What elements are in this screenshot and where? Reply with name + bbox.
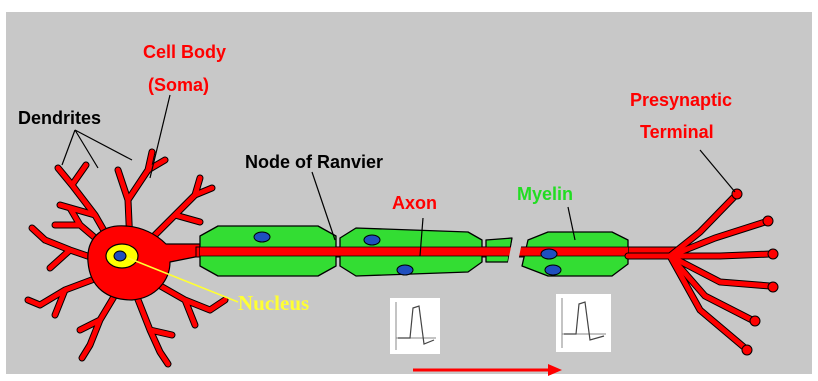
- synaptic-bouton: [767, 281, 779, 293]
- axon-label: Axon: [392, 193, 437, 213]
- schwann-nuclei: [253, 231, 562, 276]
- cell-body-label-line2: (Soma): [148, 75, 209, 95]
- action-potential-graph-icon: [556, 294, 611, 352]
- synaptic-bouton: [767, 248, 779, 260]
- presynaptic-label-line1: Presynaptic: [630, 90, 732, 110]
- synaptic-bouton: [749, 315, 761, 327]
- myelin-label: Myelin: [517, 184, 573, 204]
- axon-inside-sheath: [200, 247, 628, 256]
- nucleolus: [113, 250, 127, 262]
- axon-break: [504, 232, 524, 282]
- synaptic-bouton: [762, 215, 774, 227]
- presynaptic-terminal: [624, 188, 779, 356]
- presynaptic-label-line2: Terminal: [640, 122, 714, 142]
- leader-lines: [61, 94, 736, 257]
- direction-arrow-icon: [413, 364, 562, 376]
- nucleus-leader-line: [127, 257, 239, 303]
- cell-body-label-line1: Cell Body: [143, 42, 226, 62]
- dendrites: [24, 148, 229, 368]
- dendrites-label: Dendrites: [18, 108, 101, 128]
- action-potential-graph-icon: [390, 298, 440, 354]
- cell-body: [24, 148, 229, 368]
- nucleus-label: Nucleus: [238, 291, 309, 315]
- synaptic-bouton: [741, 344, 753, 356]
- node-of-ranvier-label: Node of Ranvier: [245, 152, 383, 172]
